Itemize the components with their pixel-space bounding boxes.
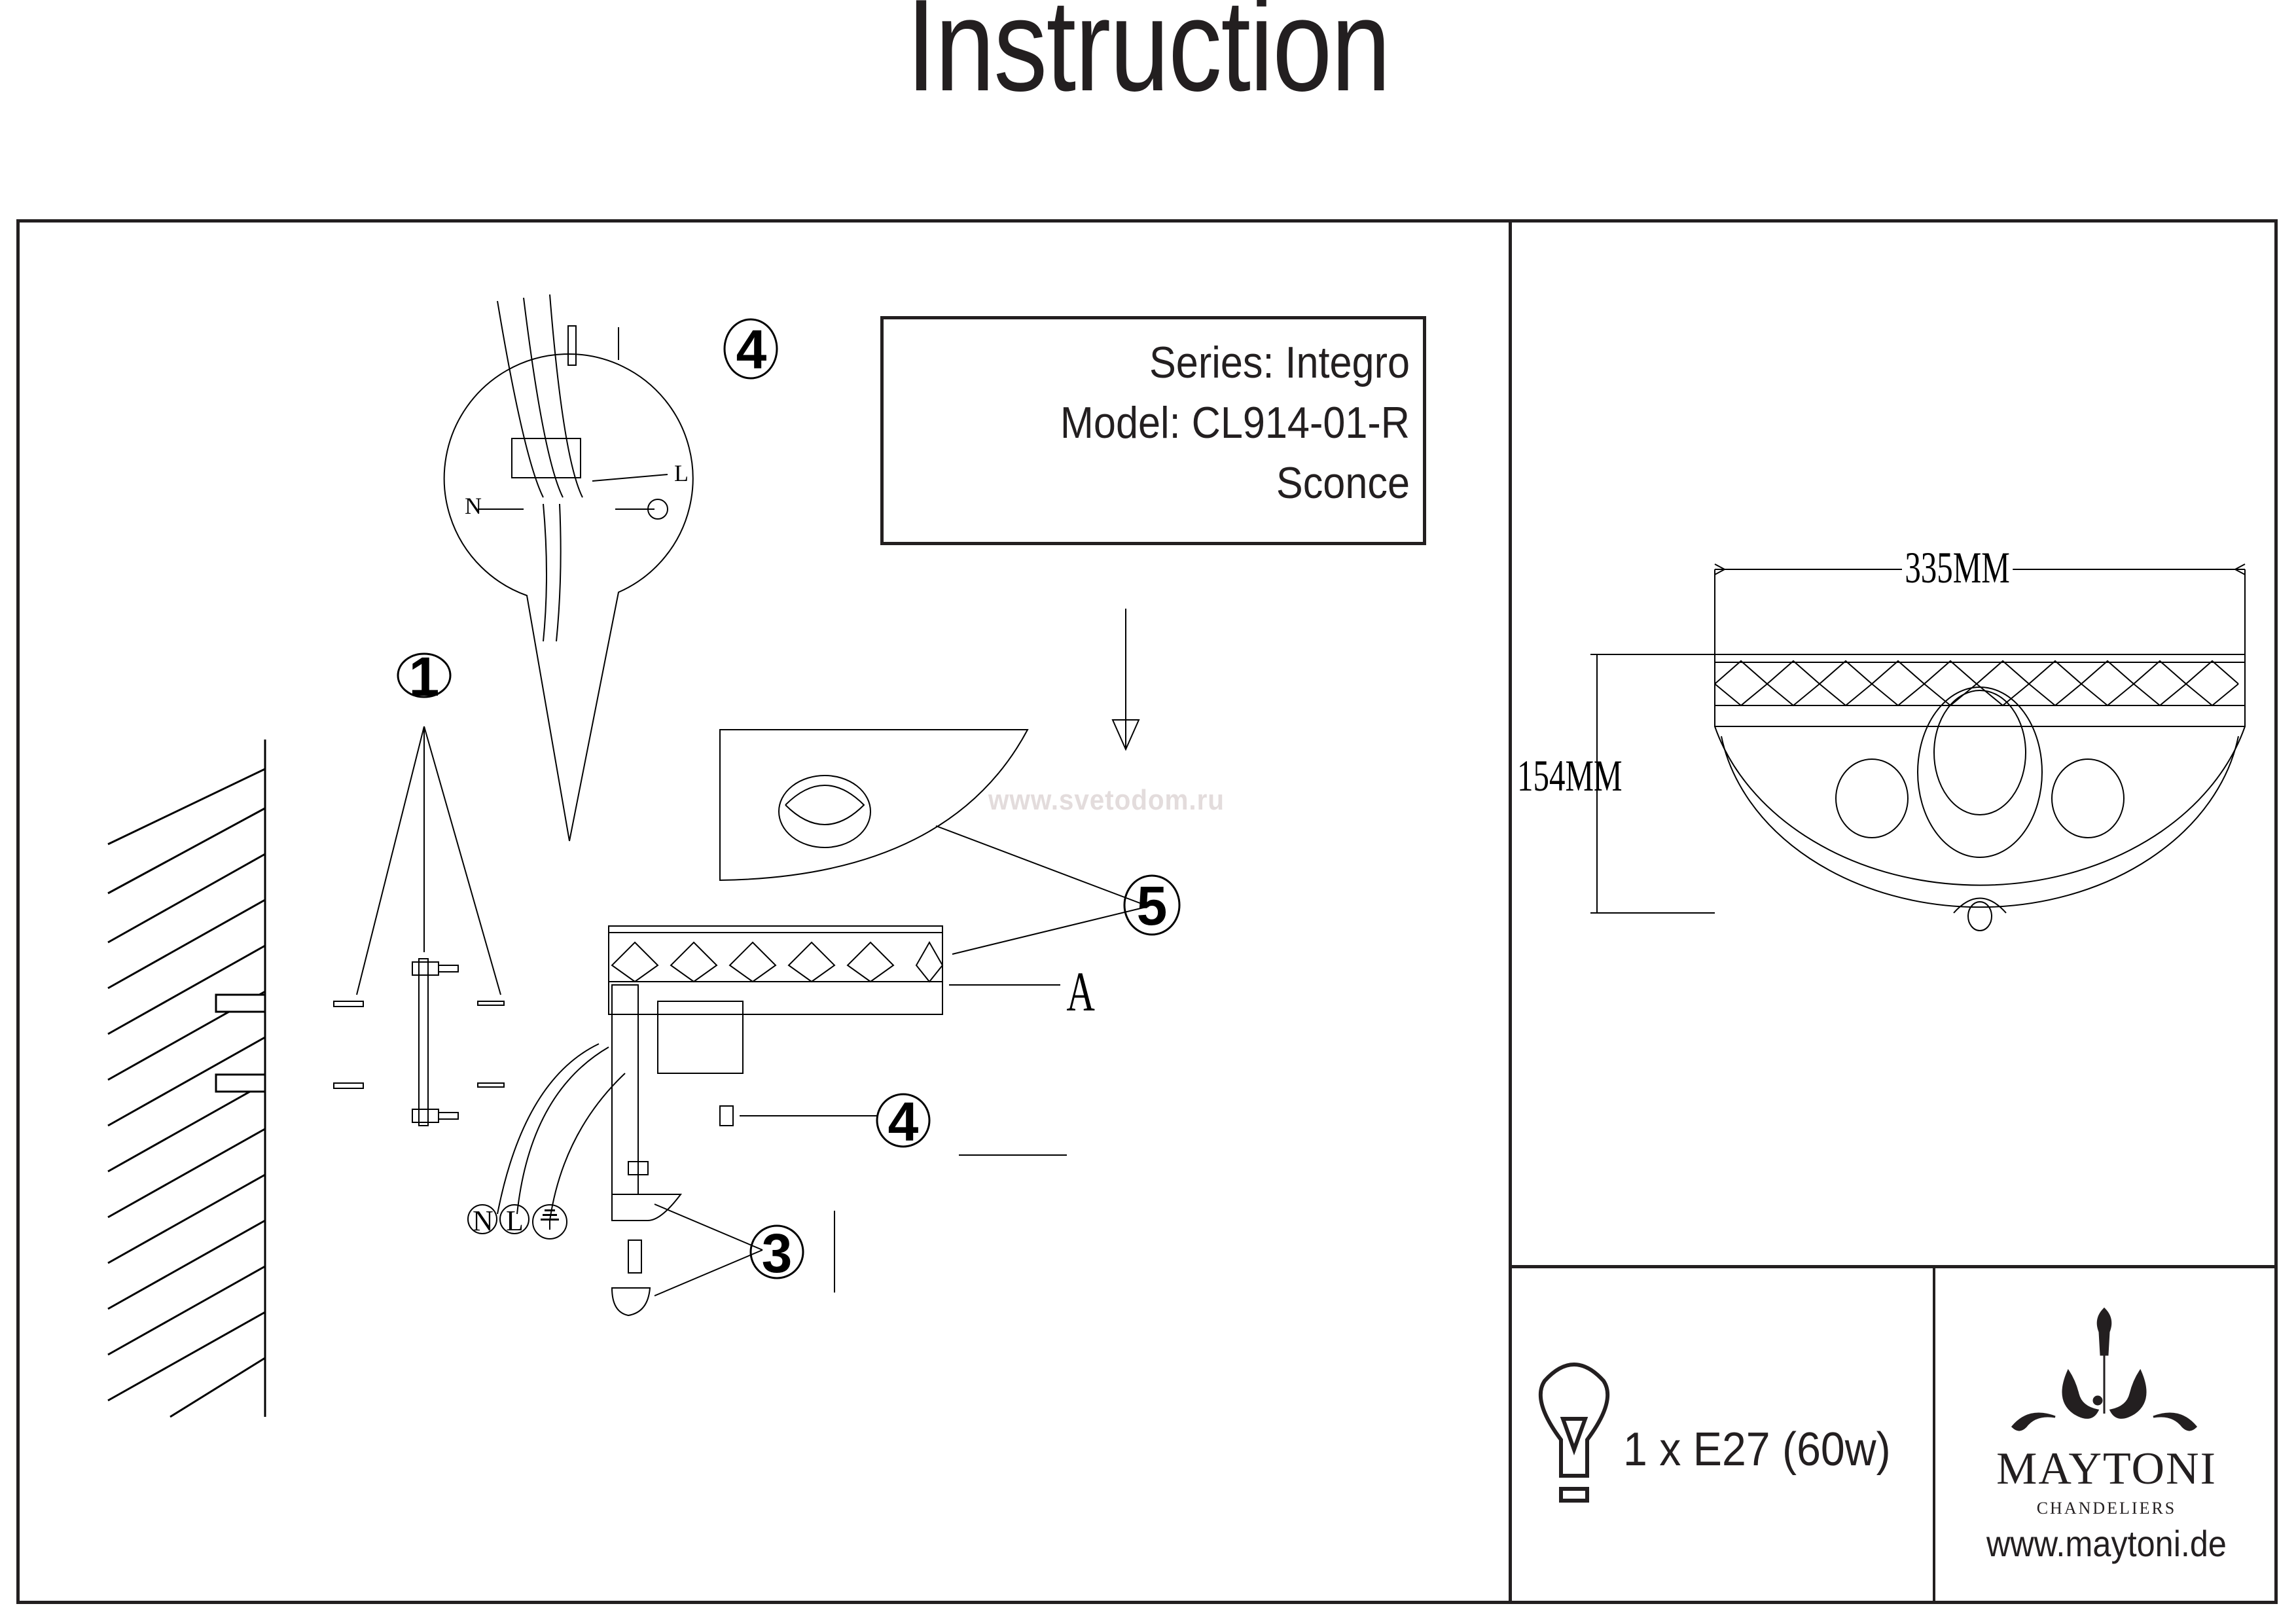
callout-step-4-detail: 4	[736, 319, 767, 380]
brand-subtitle: CHANDELIERS	[2036, 1499, 2177, 1518]
callout-circles	[397, 318, 1181, 1279]
wire-neutral-label: N	[473, 1205, 493, 1237]
lattice-pattern	[1714, 660, 2239, 707]
fixture-front-view	[1590, 563, 2246, 931]
light-bulb-icon	[1538, 1363, 1610, 1503]
bulb-spec: 1 x E27 (60w)	[1623, 1423, 1891, 1476]
callout-step-1: 1	[408, 646, 440, 707]
watermark: www.svetodom.ru	[988, 784, 1225, 816]
callout-step-5: 5	[1136, 875, 1168, 936]
detail-live-label: L	[674, 460, 689, 486]
footer-divider	[1933, 1265, 1935, 1604]
wiring-detail-callout	[443, 294, 694, 842]
dimension-height: 154MM	[1517, 751, 1623, 800]
brand-name: MAYTONI	[1996, 1444, 2217, 1494]
detail-neutral-label: N	[465, 493, 482, 519]
fixture-body	[497, 609, 1140, 1317]
series-label: Series: Integro	[1149, 338, 1410, 387]
page-title: Instruction	[906, 0, 1391, 118]
glass-shade	[719, 729, 1149, 955]
mounting-bracket-group	[333, 653, 505, 1126]
brand-url[interactable]: www.maytoni.de	[1986, 1523, 2227, 1564]
panel-divider-horizontal	[1509, 1265, 2278, 1268]
type-label: Sconce	[1276, 458, 1410, 508]
chandelier-ornament-logo	[2011, 1307, 2198, 1431]
dimension-width: 335MM	[1902, 542, 2013, 594]
part-a-label: A	[1066, 960, 1095, 1023]
callout-step-3: 3	[761, 1222, 793, 1284]
panel-divider-vertical	[1509, 219, 1512, 1604]
callout-step-4-part: 4	[888, 1091, 919, 1152]
wire-live-label: L	[506, 1205, 524, 1237]
model-label: Model: CL914-01-R	[1060, 398, 1410, 448]
wall-hatching	[107, 740, 266, 1418]
instruction-frame	[16, 219, 2278, 1604]
ground-symbol-icon	[541, 1209, 559, 1232]
product-info-box: Series: Integro Model: CL914-01-R Sconce	[880, 316, 1426, 545]
